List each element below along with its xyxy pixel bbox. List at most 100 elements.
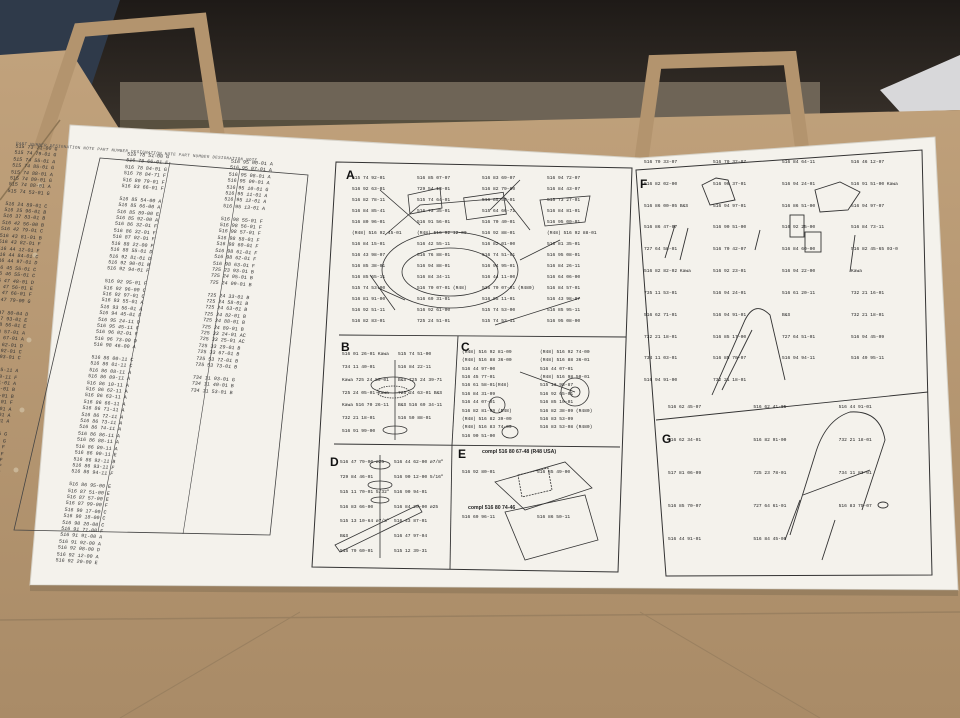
part-callout: 516 85 70-07 (713, 356, 747, 362)
part-callout: 516 90 37-01 (713, 181, 747, 187)
part-callout: 732 21 18-01 (851, 312, 885, 318)
panel-letter-a: A (346, 168, 355, 182)
part-callout: 725 24 63-01 B&S (398, 390, 443, 396)
part-callout: 516 85 10-01 (540, 400, 574, 406)
bag-crease (0, 611, 960, 621)
part-callout: 516 85 65-11 (352, 275, 386, 280)
part-callout: 516 95 00-01 (547, 220, 581, 225)
part-callout: 517 81 06-09 (668, 471, 702, 476)
part-callout: Kawa 725 24 59-01 (342, 377, 389, 383)
panel-c-drawing (488, 371, 590, 439)
part-callout: 516 95 08-00 (547, 319, 581, 324)
part-callout: 516 94 91-00 (644, 378, 678, 384)
bag-crease (639, 611, 821, 718)
lower-handle-right (821, 519, 836, 561)
part-callout: 516 81 35-01 (547, 242, 581, 247)
diagram-frame-right (635, 149, 933, 577)
part-callout: 516 62 45-07 (668, 405, 702, 410)
part-callout: 515 74 92-01 (352, 176, 386, 181)
panel-e-drawing (494, 461, 599, 561)
height-lever (369, 274, 406, 311)
part-callout: 516 47 97-04 (394, 534, 428, 540)
part-callout: 516 86 00-05 B&S (644, 203, 689, 209)
leader-line (379, 189, 421, 226)
panel-letter-f: F (640, 177, 648, 191)
part-callout: 734 11 83-01 (838, 471, 872, 476)
part-callout: 516 92 25-00 (782, 225, 816, 231)
part-callout: (R48) 516 88 36-01 (540, 358, 590, 364)
part-callout: 516 84 81-01 (547, 209, 581, 214)
part-callout: 516 80 96-01 (352, 220, 386, 225)
part-callout: 516 84 85-41 (352, 209, 386, 214)
white-cloth (880, 55, 960, 112)
panel-g-drawing (784, 411, 889, 561)
frame-divider (655, 391, 929, 421)
part-callout: 516 82 82-02 Kawa (644, 269, 691, 275)
lower-handle (721, 329, 753, 391)
part-callout: 516 90 51-00 (462, 433, 496, 439)
grass-bag-top (517, 467, 553, 498)
part-callout: 516 95 08-01 (547, 253, 581, 258)
part-callout: B&S 725 24 39-71 (398, 377, 443, 383)
part-callout: 516 85 95-11 (547, 308, 581, 313)
part-callout: 515 11 70-01 5/32" (340, 489, 390, 495)
panel-letter-d: D (330, 455, 339, 469)
part-callout: 516 86 51-00 (782, 203, 816, 209)
part-callout: 516 83 53-08 (R480) (540, 425, 593, 431)
part-callout: 516 92 65-01 (540, 391, 574, 397)
part-callout: 516 44 97-00 (462, 366, 496, 372)
part-callout: 516 85 38-01 (352, 264, 386, 269)
panel-letter-e: E (458, 447, 467, 461)
part-callout: 516 94 97-07 (851, 203, 885, 209)
panel-d-drawing (334, 455, 423, 558)
part-callout: 515 74 51-00 (398, 352, 432, 357)
part-callout: 516 84 45-09 (753, 537, 787, 542)
part-callout: 515 74 64-01 (417, 198, 451, 203)
part-callout: 516 85 70-07 (668, 504, 702, 509)
part-callout: (R48) 516 88 36-00 (462, 358, 512, 364)
part-callout: 516 83 66-00 (340, 504, 374, 510)
binder-hole (32, 252, 38, 258)
panel-letter-c: C (461, 340, 470, 354)
part-callout: 732 21 18-01 (838, 438, 872, 443)
part-callout: 516 46 12-07 (851, 160, 885, 165)
cable (664, 224, 676, 259)
part-callout: 729 84 46-01 (340, 474, 374, 480)
wheel-large (560, 377, 590, 407)
wheel-cap (501, 425, 519, 439)
upper-handle (711, 308, 786, 396)
axle-rod (494, 297, 581, 326)
part-callout: 516 61 20-11 (782, 290, 816, 296)
part-callout: 516 84 22-11 (398, 364, 432, 370)
bag-handle-left (33, 12, 227, 153)
part-callout: 516 74 51-01 (482, 253, 516, 258)
part-callout: B&S 516 69 34-11 (398, 403, 443, 409)
panel-letter-b: B (341, 340, 350, 354)
part-callout: 516 69 31-01 (417, 297, 451, 302)
part-callout: 516 47 79-00 ø25 (340, 460, 385, 465)
part-callout: 516 82 83-01 (352, 319, 386, 324)
part-callout: 516 44 11-00 (482, 275, 516, 280)
part-callout: 516 92 88-01 (482, 231, 516, 236)
part-callout: 516 94 97-01 (713, 203, 747, 209)
part-callout: 516 94 94-11 (782, 356, 816, 362)
part-callout: (R48) 516 92 74-00 (540, 350, 590, 355)
control-plate (804, 231, 822, 253)
parts-list-divider (182, 167, 241, 535)
binder-hole (37, 182, 43, 188)
cable (849, 234, 856, 273)
part-callout: 516 82 91-00 (753, 438, 787, 443)
part-callout: 725 24 05-01 Kawa (342, 390, 389, 396)
handle-brace (802, 469, 871, 496)
panel-b-drawing (370, 360, 416, 440)
mower-deck-inner (401, 247, 499, 297)
part-callout: 516 62 34-01 (668, 438, 702, 443)
part-callout: 516 70 42-07 (713, 247, 747, 253)
part-callout: 732 21 18-01 (644, 334, 678, 340)
part-callout: 725 24 51-01 (417, 319, 451, 324)
part-callout: 516 43 87-01 (394, 519, 428, 525)
side-cover (407, 187, 443, 215)
part-callout: 516 44 62-00 ø7/8" (394, 460, 444, 465)
part-callout: 516 44 07-01 (462, 400, 496, 406)
